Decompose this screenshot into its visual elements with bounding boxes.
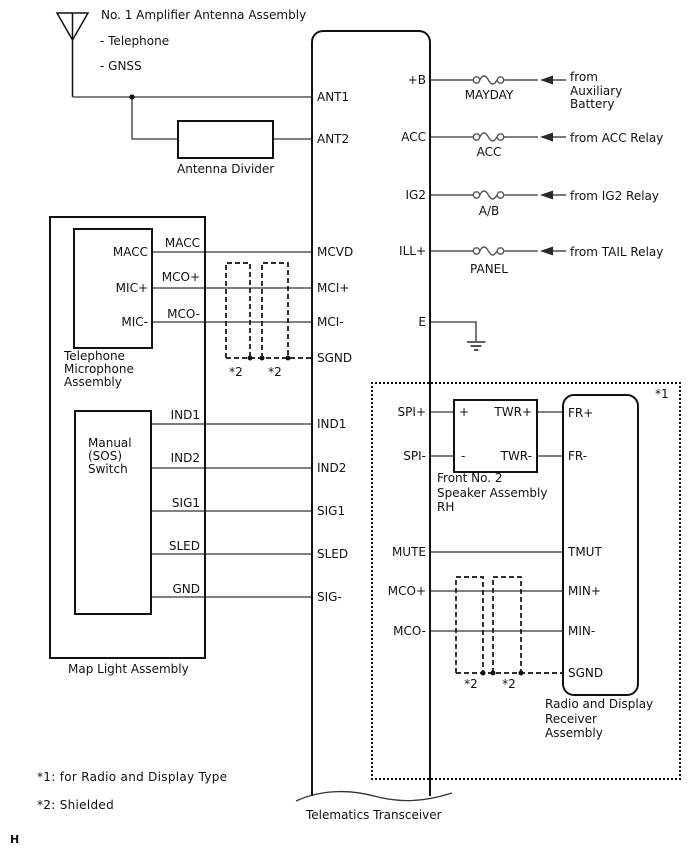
shield-boxes-left [225, 262, 312, 359]
pin-acc: ACC [401, 130, 426, 144]
shield-ref-right-1: *2 [464, 677, 478, 691]
rcv-pin-min-plus: MIN+ [568, 584, 601, 598]
pin-mute: MUTE [391, 545, 426, 559]
rcv-pin-fr-plus: FR+ [568, 406, 594, 420]
wire-label-ind1: IND1 [170, 408, 200, 422]
transceiver-box [311, 30, 431, 796]
pin-mci-plus: MCI+ [317, 281, 350, 295]
microphone-box [73, 228, 153, 349]
speaker-pin-plus: + [459, 405, 470, 419]
fuse-ab-label: A/B [478, 204, 500, 218]
pin-sig1: SIG1 [317, 504, 346, 518]
transceiver-label: Telematics Transceiver [306, 808, 442, 822]
pin-ant1: ANT1 [317, 90, 350, 104]
page-mark: H [10, 833, 20, 846]
map-light-assembly-box [49, 216, 206, 659]
antenna-divider-box [177, 120, 274, 159]
shield-boxes-right [455, 576, 563, 674]
pin-ind2: IND2 [317, 461, 347, 475]
legend-note1: *1: for Radio and Display Type [37, 770, 228, 784]
wire-label-macc: MACC [164, 236, 200, 250]
wire-label-ind2: IND2 [170, 451, 200, 465]
shield-ref-left-1: *2 [229, 365, 243, 379]
arrow-icons [540, 75, 553, 256]
mic-pin-minus: MIC- [121, 315, 148, 329]
speaker-label: Front No. 2 Speaker Assembly RH [437, 471, 548, 514]
pin-spi-minus: SPI- [403, 449, 426, 463]
rcv-pin-min-minus: MIN- [568, 624, 596, 638]
pin-mci-minus: MCI- [317, 315, 344, 329]
antenna-sub-telephone: - Telephone [100, 34, 170, 48]
wire-label-sled: SLED [168, 539, 200, 553]
rcv-pin-sgnd: SGND [568, 666, 604, 680]
fuse-panel-label: PANEL [470, 262, 508, 276]
antenna-divider-label: Antenna Divider [177, 162, 275, 176]
pin-mco-minus: MCO- [393, 624, 426, 638]
sos-switch-box [74, 410, 152, 615]
rcv-pin-fr-minus: FR- [568, 449, 588, 463]
antenna-sub-gnss: - GNSS [100, 59, 142, 73]
pin-sig-minus: SIG- [317, 590, 342, 604]
pin-ill-plus: ILL+ [399, 244, 426, 258]
note1-ref-marker: *1 [655, 387, 669, 401]
receiver-label: Radio and Display Receiver Assembly [545, 697, 654, 740]
speaker-pin-minus: - [461, 449, 466, 463]
fuse-mayday-label: MAYDAY [464, 88, 514, 102]
pin-e: E [418, 315, 426, 329]
wire-label-sig1: SIG1 [171, 496, 200, 510]
pin-ind1: IND1 [317, 417, 347, 431]
wire-label-gnd: GND [172, 582, 200, 596]
mic-pin-macc: MACC [112, 245, 148, 259]
speaker-pin-twr-plus: TWR+ [494, 405, 532, 419]
pin-spi-plus: SPI+ [397, 405, 426, 419]
ground-icon [467, 341, 486, 351]
source-aux-battery: from Auxiliary Battery [570, 70, 623, 111]
source-acc-relay: from ACC Relay [570, 131, 664, 145]
pin-ig2: IG2 [405, 188, 426, 202]
speaker-box [453, 399, 538, 473]
pin-plus-b: +B [407, 73, 426, 87]
legend-note2: *2: Shielded [37, 798, 114, 812]
pin-mcvd: MCVD [317, 245, 354, 259]
junction-dots [129, 94, 524, 676]
shield-ref-left-2: *2 [268, 365, 282, 379]
pin-mco-plus: MCO+ [387, 584, 426, 598]
pin-sgnd-left: SGND [317, 351, 353, 365]
antenna-icon [55, 12, 90, 97]
wires [72, 79, 566, 632]
source-tail-relay: from TAIL Relay [570, 245, 664, 259]
pin-ant2: ANT2 [317, 132, 350, 146]
shield-ref-right-2: *2 [502, 677, 516, 691]
wire-label-mco-plus: MCO+ [161, 270, 200, 284]
mic-pin-plus: MIC+ [115, 281, 148, 295]
fuse-acc-label: ACC [476, 145, 502, 159]
fuse-icons [472, 75, 505, 256]
pin-sled: SLED [317, 547, 349, 561]
wire-label-mco-minus: MCO- [167, 307, 200, 321]
radio-display-type-dashed-box [371, 382, 681, 780]
map-light-label: Map Light Assembly [68, 662, 189, 676]
rcv-pin-tmut: TMUT [568, 545, 602, 559]
microphone-label: Telephone Microphone Assembly [64, 349, 134, 389]
sos-switch-label: Manual (SOS) Switch [88, 436, 132, 476]
receiver-box [562, 394, 639, 696]
speaker-pin-twr-minus: TWR- [500, 449, 532, 463]
source-ig2-relay: from IG2 Relay [570, 189, 659, 203]
antenna-title: No. 1 Amplifier Antenna Assembly [101, 8, 307, 22]
